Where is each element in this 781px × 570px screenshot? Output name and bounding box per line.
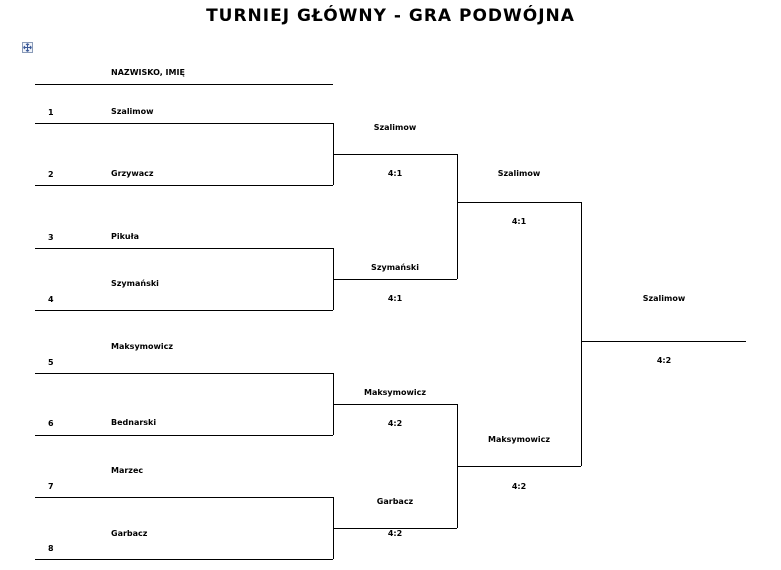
bracket-line	[333, 528, 457, 529]
match-score: 4:1	[387, 169, 403, 178]
match-score: 4:1	[511, 217, 527, 226]
bracket-line	[35, 123, 333, 124]
player-name: Szymański	[111, 279, 159, 288]
match-score: 4:2	[656, 356, 672, 365]
bracket-line	[35, 497, 333, 498]
seed-number: 2	[48, 170, 54, 179]
match-score: 4:2	[387, 529, 403, 538]
player-name: Maksymowicz	[111, 342, 174, 351]
bracket-line	[333, 154, 457, 155]
round2-winner: Maksymowicz	[363, 388, 427, 397]
seed-number: 3	[48, 233, 54, 242]
header-rule	[35, 84, 333, 85]
seed-number: 1	[48, 108, 54, 117]
bracket-line	[35, 559, 333, 560]
bracket-line	[35, 310, 333, 311]
match-score: 4:2	[511, 482, 527, 491]
semifinal-winner: Maksymowicz	[487, 435, 551, 444]
bracket-line	[35, 248, 333, 249]
player-name: Marzec	[111, 466, 144, 475]
page-title: TURNIEJ GŁÓWNY - GRA PODWÓJNA	[206, 6, 575, 26]
player-name: Pikuła	[111, 232, 139, 241]
column-header-name: NAZWISKO, IMIĘ	[111, 68, 185, 77]
bracket-line	[457, 202, 581, 203]
seed-number: 6	[48, 419, 54, 428]
bracket-line	[333, 404, 457, 405]
player-name: Szalimow	[111, 107, 154, 116]
bracket-line	[581, 341, 746, 342]
round2-winner: Szalimow	[373, 123, 417, 132]
move-arrows-icon[interactable]	[22, 42, 33, 53]
round2-winner: Garbacz	[376, 497, 414, 506]
semifinal-winner: Szalimow	[497, 169, 541, 178]
bracket-connector	[457, 154, 458, 279]
match-score: 4:1	[387, 294, 403, 303]
bracket-line	[457, 466, 581, 467]
bracket-line	[35, 185, 333, 186]
seed-number: 5	[48, 358, 54, 367]
player-name: Bednarski	[111, 418, 157, 427]
final-winner: Szalimow	[642, 294, 686, 303]
bracket-connector	[581, 202, 582, 466]
bracket-line	[35, 435, 333, 436]
bracket-line	[333, 279, 457, 280]
seed-number: 8	[48, 544, 54, 553]
seed-number: 4	[48, 295, 54, 304]
seed-number: 7	[48, 482, 54, 491]
player-name: Garbacz	[111, 529, 148, 538]
bracket-line	[35, 373, 333, 374]
match-score: 4:2	[387, 419, 403, 428]
round2-winner: Szymański	[371, 263, 419, 272]
player-name: Grzywacz	[111, 169, 154, 178]
